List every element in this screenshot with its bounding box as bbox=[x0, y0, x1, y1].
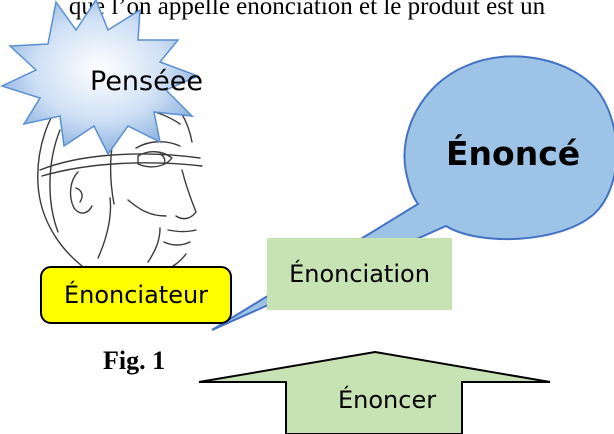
enonciation-box: Énonciation bbox=[267, 238, 452, 310]
speech-bubble-label: Énoncé bbox=[446, 134, 581, 173]
speech-bubble bbox=[211, 55, 614, 331]
enonciateur-label: Énonciateur bbox=[63, 281, 209, 309]
figure-caption: Fig. 1 bbox=[103, 346, 166, 375]
thought-burst bbox=[0, 0, 201, 156]
partial-body-text: que l’on appelle énonciation et le produ… bbox=[68, 0, 546, 20]
thought-label: Penséee bbox=[90, 66, 203, 97]
arrow-label: Énoncer bbox=[338, 386, 437, 414]
enonciateur-box: Énonciateur bbox=[40, 266, 232, 324]
enonciation-label: Énonciation bbox=[289, 260, 430, 288]
enoncer-arrow bbox=[198, 350, 551, 434]
